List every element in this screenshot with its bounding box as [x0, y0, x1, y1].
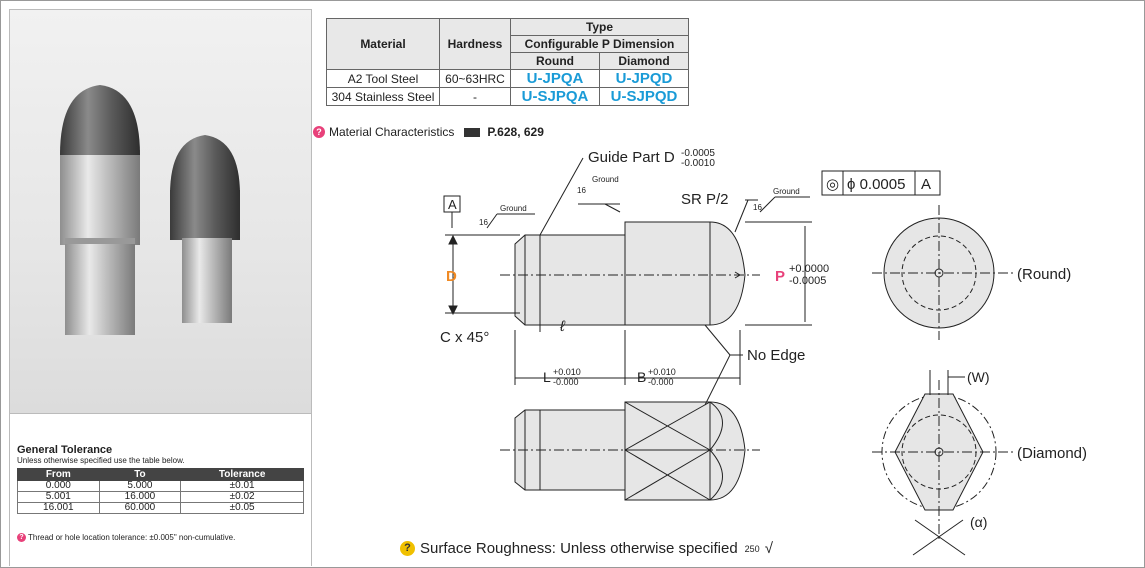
- table-row: A2 Tool Steel 60~63HRC U-JPQA U-JPQD: [326, 69, 689, 88]
- b-label: B: [637, 369, 646, 385]
- header-from: From: [17, 468, 100, 481]
- ground-label: Ground: [773, 187, 800, 196]
- l-tol-upper: +0.010: [553, 367, 581, 377]
- round-label: (Round): [1017, 266, 1071, 283]
- table-cell: 0.000: [17, 480, 100, 492]
- fcf-datum: A: [921, 176, 931, 193]
- table-row: 16.001 60.000 ±0.05: [17, 502, 304, 514]
- material-characteristics-note: ? Material Characteristics P.628, 629: [313, 125, 544, 139]
- tolerance-panel: [9, 412, 312, 566]
- round-code-link[interactable]: U-JPQA: [510, 69, 600, 88]
- fcf-value: ϕ 0.0005: [847, 176, 905, 193]
- guide-part-label: Guide Part D: [588, 149, 675, 166]
- guide-tol-lower: -0.0010: [681, 158, 715, 169]
- ground-label: Ground: [592, 175, 619, 184]
- tip-icon: ?: [17, 533, 26, 542]
- header-type: Type: [510, 18, 689, 36]
- sr-label: SR P/2: [681, 191, 729, 208]
- guide-tol-upper: -0.0005: [681, 148, 715, 159]
- p-tol-upper: +0.0000: [789, 263, 829, 275]
- surface-note-text: Surface Roughness: Unless otherwise spec…: [420, 540, 738, 557]
- table-cell: 60.000: [98, 502, 182, 514]
- hardness-cell: 60~63HRC: [439, 69, 511, 88]
- header-diamond: Diamond: [599, 52, 689, 70]
- p-label: P: [775, 268, 785, 285]
- round-code-link[interactable]: U-SJPQA: [510, 87, 600, 106]
- header-material: Material: [326, 18, 440, 70]
- alpha-label: (α): [970, 514, 987, 530]
- tolerance-subtitle: Unless otherwise specified use the table…: [17, 456, 185, 465]
- table-cell: 16.000: [98, 491, 182, 503]
- header-to: To: [98, 468, 182, 481]
- table-cell: 5.001: [17, 491, 100, 503]
- diamond-code-link[interactable]: U-JPQD: [599, 69, 689, 88]
- table-cell: ±0.01: [180, 480, 304, 492]
- b-tol-lower: -0.000: [648, 377, 674, 387]
- material-cell: 304 Stainless Steel: [326, 87, 440, 106]
- chamfer-label: C x 45°: [440, 329, 489, 346]
- thread-note: ? Thread or hole location tolerance: ±0.…: [17, 533, 235, 542]
- table-row: 304 Stainless Steel - U-SJPQA U-SJPQD: [326, 87, 689, 106]
- hardness-cell: -: [439, 87, 511, 106]
- locating-pins-image: [60, 85, 240, 335]
- p-tol-lower: -0.0005: [789, 275, 826, 287]
- d-label: D: [446, 268, 457, 285]
- roughness-16: 16: [479, 218, 488, 227]
- l-tol-lower: -0.000: [553, 377, 579, 387]
- header-hardness: Hardness: [439, 18, 511, 70]
- roughness-value: 250: [744, 543, 760, 554]
- table-cell: ±0.05: [180, 502, 304, 514]
- ground-label: Ground: [500, 204, 527, 213]
- table-row: 0.000 5.000 ±0.01: [17, 480, 304, 492]
- table-row: 5.001 16.000 ±0.02: [17, 491, 304, 503]
- table-cell: 16.001: [17, 502, 100, 514]
- tip-icon: ?: [313, 126, 325, 138]
- page-ref-link[interactable]: P.628, 629: [487, 125, 544, 139]
- roughness-check-icon: √: [764, 540, 773, 557]
- material-note-text: Material Characteristics: [329, 125, 455, 139]
- tip-icon: ?: [400, 541, 415, 556]
- ell-label: ℓ: [559, 318, 566, 335]
- header-round: Round: [510, 52, 600, 70]
- diamond-code-link[interactable]: U-SJPQD: [599, 87, 689, 106]
- material-spec-table: Material Hardness Type Configurable P Di…: [326, 18, 689, 106]
- surface-roughness-note: ? Surface Roughness: Unless otherwise sp…: [400, 540, 773, 557]
- header-config: Configurable P Dimension: [510, 35, 689, 53]
- table-cell: ±0.02: [180, 491, 304, 503]
- table-cell: 5.000: [98, 480, 182, 492]
- no-edge-label: No Edge: [747, 347, 805, 364]
- header-tolerance: Tolerance: [180, 468, 304, 481]
- book-icon: [464, 127, 481, 137]
- tolerance-title: General Tolerance: [17, 444, 113, 456]
- w-label: (W): [967, 369, 990, 385]
- b-tol-upper: +0.010: [648, 367, 676, 377]
- datum-label: A: [448, 197, 457, 212]
- roughness-16: 16: [577, 186, 586, 195]
- l-label: L: [543, 369, 551, 385]
- product-photo: [9, 9, 312, 414]
- tolerance-table: From To Tolerance 0.000 5.000 ±0.01 5.00…: [17, 468, 304, 514]
- diamond-label: (Diamond): [1017, 445, 1087, 462]
- concentricity-icon: ◎: [826, 176, 839, 193]
- roughness-16: 16: [753, 203, 762, 212]
- thread-note-text: Thread or hole location tolerance: ±0.00…: [28, 533, 236, 542]
